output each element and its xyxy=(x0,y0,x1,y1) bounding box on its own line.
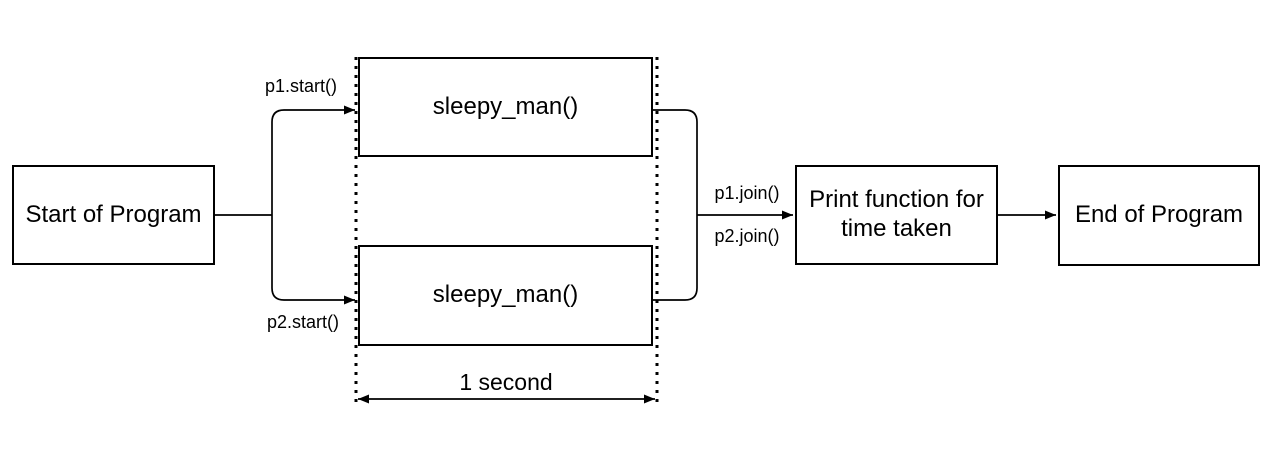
edge-label-p2-start: p2.start() xyxy=(266,312,340,332)
duration-label: 1 second xyxy=(459,369,553,395)
edge-label-p2-join: p2.join() xyxy=(714,226,780,246)
node-end-of-program: End of Program xyxy=(1058,165,1260,266)
edge-p1-start-arrow xyxy=(271,105,355,215)
node-sleepy-man-1: sleepy_man() xyxy=(358,57,653,157)
node-print-time-taken: Print function for time taken xyxy=(795,165,998,265)
edge-join-bracket xyxy=(653,109,698,301)
node-start-of-program: Start of Program xyxy=(12,165,215,265)
edge-label-p1-start: p1.start() xyxy=(264,76,338,96)
edge-label-p1-join: p1.join() xyxy=(714,183,780,203)
edge-p2-start-arrow xyxy=(271,215,355,305)
node-sleepy-man-2: sleepy_man() xyxy=(358,245,653,346)
